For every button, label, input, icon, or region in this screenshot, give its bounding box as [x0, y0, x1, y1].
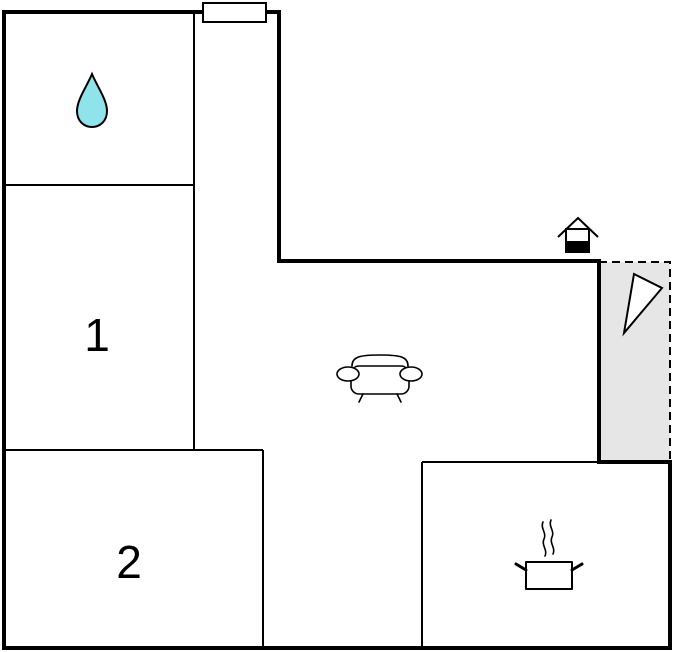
terrace-dashed-edge: [599, 261, 671, 462]
house-entrance-icon: [557, 216, 599, 253]
room-label-bedroom-1: 1: [84, 309, 110, 361]
water-drop-icon: [75, 71, 109, 129]
cooking-pot-icon: [514, 519, 584, 590]
room-label-bedroom-2: 2: [116, 536, 142, 588]
window: [202, 2, 267, 23]
terrace-triangle-icon: [622, 272, 664, 337]
interior-walls: [4, 12, 599, 648]
sofa-icon: [336, 354, 423, 403]
